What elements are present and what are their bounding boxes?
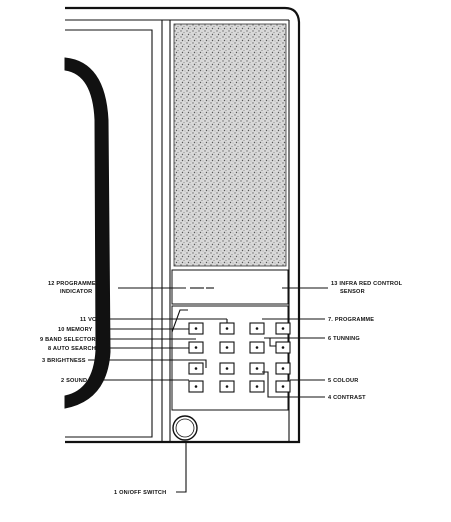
button-contrast[interactable] xyxy=(249,380,265,393)
button-tuning-down[interactable] xyxy=(249,341,265,354)
button-programme-down[interactable] xyxy=(249,322,265,335)
leader-lines xyxy=(88,287,328,493)
labels: 12 PROGRAMME INDICATOR 13 INFRA RED CONT… xyxy=(40,281,403,496)
speaker-grille-icon xyxy=(173,23,287,267)
label-auto-search: 8 AUTO SEARCH xyxy=(48,346,96,352)
button-sound-up[interactable] xyxy=(219,380,235,393)
indicator-window xyxy=(171,269,289,305)
button-auto-search[interactable] xyxy=(188,341,204,354)
button-brightness-up[interactable] xyxy=(219,362,235,375)
control-panel xyxy=(171,305,289,411)
button-contrast-down[interactable] xyxy=(249,362,265,375)
button-memory[interactable] xyxy=(219,322,235,335)
label-colour: 5 COLOUR xyxy=(328,378,359,384)
button-programme[interactable] xyxy=(275,322,291,335)
label-programme-indicator-1: 12 PROGRAMME xyxy=(48,281,96,287)
tv-cabinet xyxy=(65,6,301,444)
control-buttons xyxy=(188,322,291,393)
button-sound[interactable] xyxy=(188,380,204,393)
button-colour-up[interactable] xyxy=(275,380,291,393)
label-infra-red-sensor-2: SENSOR xyxy=(340,289,365,295)
power-knob-icon[interactable] xyxy=(172,415,198,441)
button-band-selector[interactable] xyxy=(188,322,204,335)
label-contrast: 4 CONTRAST xyxy=(328,395,366,401)
crt-screen xyxy=(64,29,153,438)
button-colour[interactable] xyxy=(275,362,291,375)
label-memory: 10 MEMORY xyxy=(58,327,93,333)
label-programme: 7. PROGRAMME xyxy=(328,317,374,323)
label-vcr: 11 VCR xyxy=(80,317,100,323)
label-programme-indicator-2: INDICATOR xyxy=(60,289,92,295)
label-sound: 2 SOUND xyxy=(61,378,87,384)
button-vcr[interactable] xyxy=(219,341,235,354)
label-tuning: 6 TUNNING xyxy=(328,336,360,342)
label-band-selector: 9 BAND SELECTOR xyxy=(40,337,96,343)
button-tuning[interactable] xyxy=(275,341,291,354)
label-infra-red-sensor-1: 13 INFRA RED CONTROL xyxy=(331,281,403,287)
button-brightness[interactable] xyxy=(188,362,204,375)
label-brightness: 3 BRIGHTNESS xyxy=(42,358,86,364)
label-onoff-switch: 1 ON/OFF SWITCH xyxy=(114,490,166,496)
